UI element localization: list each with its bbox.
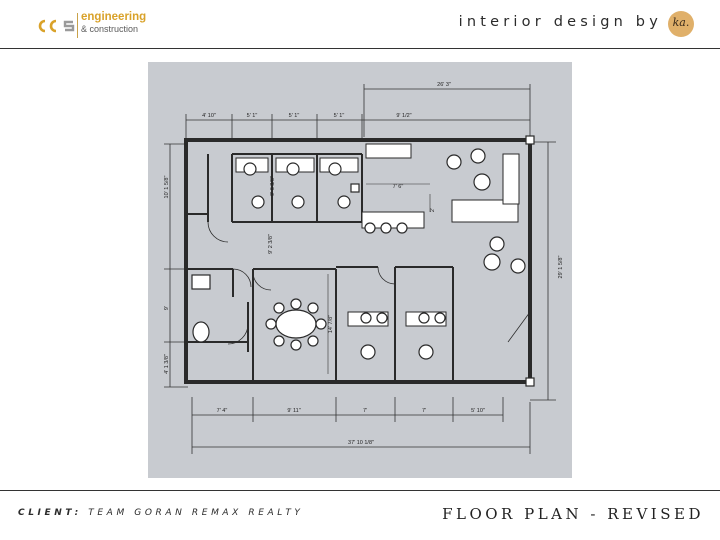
- toilet: [192, 321, 210, 343]
- chair: [307, 302, 319, 314]
- chair: [243, 162, 257, 176]
- client-label: CLIENT:: [18, 508, 82, 518]
- dim-top-segment: 5' 1": [289, 113, 300, 119]
- chair: [489, 236, 505, 252]
- designer-badge-text: ka.: [672, 16, 690, 29]
- column: [350, 183, 360, 193]
- chair: [265, 318, 277, 330]
- chair: [470, 148, 486, 164]
- chair: [434, 312, 446, 324]
- chair: [273, 335, 285, 347]
- company-name-line1: engineering: [81, 11, 147, 23]
- chair: [290, 298, 302, 310]
- door-swing: [507, 311, 531, 343]
- sofa-side: [502, 153, 520, 205]
- door-swing: [207, 221, 229, 243]
- dim-left-segment: 10' 1 5/8": [164, 176, 170, 199]
- dim-bottom-segment: 7': [363, 408, 367, 414]
- dim-bottom-segment: 9' 11": [287, 408, 300, 414]
- dim-interior: 9' 2 3/8": [268, 234, 274, 254]
- sink: [191, 274, 211, 290]
- round-table: [473, 173, 491, 191]
- dim-interior: 14' 7/8": [328, 315, 334, 333]
- client-name: TEAM GORAN REMAX REALTY: [88, 508, 304, 518]
- designer-badge: ka.: [668, 11, 694, 37]
- dim-top-segment: 5' 1": [334, 113, 345, 119]
- chair: [286, 162, 300, 176]
- column: [525, 377, 535, 387]
- kitchen-island: [361, 211, 425, 229]
- dim-bottom-overall: 37' 10 1/8": [348, 440, 374, 446]
- conference-table: [275, 309, 317, 339]
- dim-left-segment: 9': [164, 306, 170, 310]
- chair: [364, 222, 376, 234]
- sofa-l-shaped: [451, 199, 519, 223]
- chair: [446, 154, 462, 170]
- chair: [337, 195, 351, 209]
- dim-interior: 2': [430, 208, 436, 212]
- chair: [328, 162, 342, 176]
- client-line: CLIENT: TEAM GORAN REMAX REALTY: [18, 508, 304, 518]
- floor-plan-panel: 26' 3" 4' 10" 5' 1" 5' 1" 5' 1" 9' 1/2" …: [148, 62, 572, 478]
- dim-left-segment: 4' 1 3/8": [164, 354, 170, 374]
- floor-plan-drawing: 26' 3" 4' 10" 5' 1" 5' 1" 5' 1" 9' 1/2" …: [164, 82, 564, 454]
- chair: [510, 258, 526, 274]
- door-swing: [227, 323, 249, 345]
- dim-bottom-segment: 7' 4": [217, 408, 228, 414]
- chair: [360, 312, 372, 324]
- chair: [273, 302, 285, 314]
- dim-right-overall: 29' 1 5/8": [558, 256, 564, 279]
- chair: [307, 335, 319, 347]
- chair: [360, 344, 376, 360]
- dim-interior: 7' 6": [393, 184, 404, 190]
- door-swing: [252, 271, 272, 291]
- company-name-line2: & construction: [81, 24, 139, 34]
- company-logo[interactable]: engineering & construction: [38, 10, 158, 40]
- chair: [376, 312, 388, 324]
- company-logo-mark-icon: [38, 19, 75, 33]
- header: engineering & construction interior desi…: [0, 0, 720, 48]
- chair: [291, 195, 305, 209]
- round-table: [483, 253, 501, 271]
- dim-top-overall: 26' 3": [437, 82, 451, 88]
- dim-bottom-segment: 7': [422, 408, 426, 414]
- dim-top-segment: 9' 1/2": [396, 113, 411, 119]
- header-divider: [0, 48, 720, 49]
- chair: [380, 222, 392, 234]
- dim-interior: 9' 6 3/8": [270, 176, 276, 196]
- chair: [418, 344, 434, 360]
- chair: [315, 318, 327, 330]
- dim-bottom-segment: 5' 10": [471, 408, 485, 414]
- chair: [251, 195, 265, 209]
- drawing-title: FLOOR PLAN - REVISED: [442, 505, 704, 523]
- dim-top-segment: 5' 1": [247, 113, 258, 119]
- door-swing: [377, 266, 396, 285]
- column: [525, 135, 535, 145]
- dim-top-segment: 4' 10": [202, 113, 216, 119]
- door-swing: [232, 268, 252, 288]
- logo-divider: [77, 13, 78, 38]
- chair: [418, 312, 430, 324]
- chair: [396, 222, 408, 234]
- designer-tagline: interior design by: [458, 14, 662, 30]
- chair: [290, 339, 302, 351]
- footer-divider: [0, 490, 720, 491]
- kitchen-counter: [365, 143, 412, 159]
